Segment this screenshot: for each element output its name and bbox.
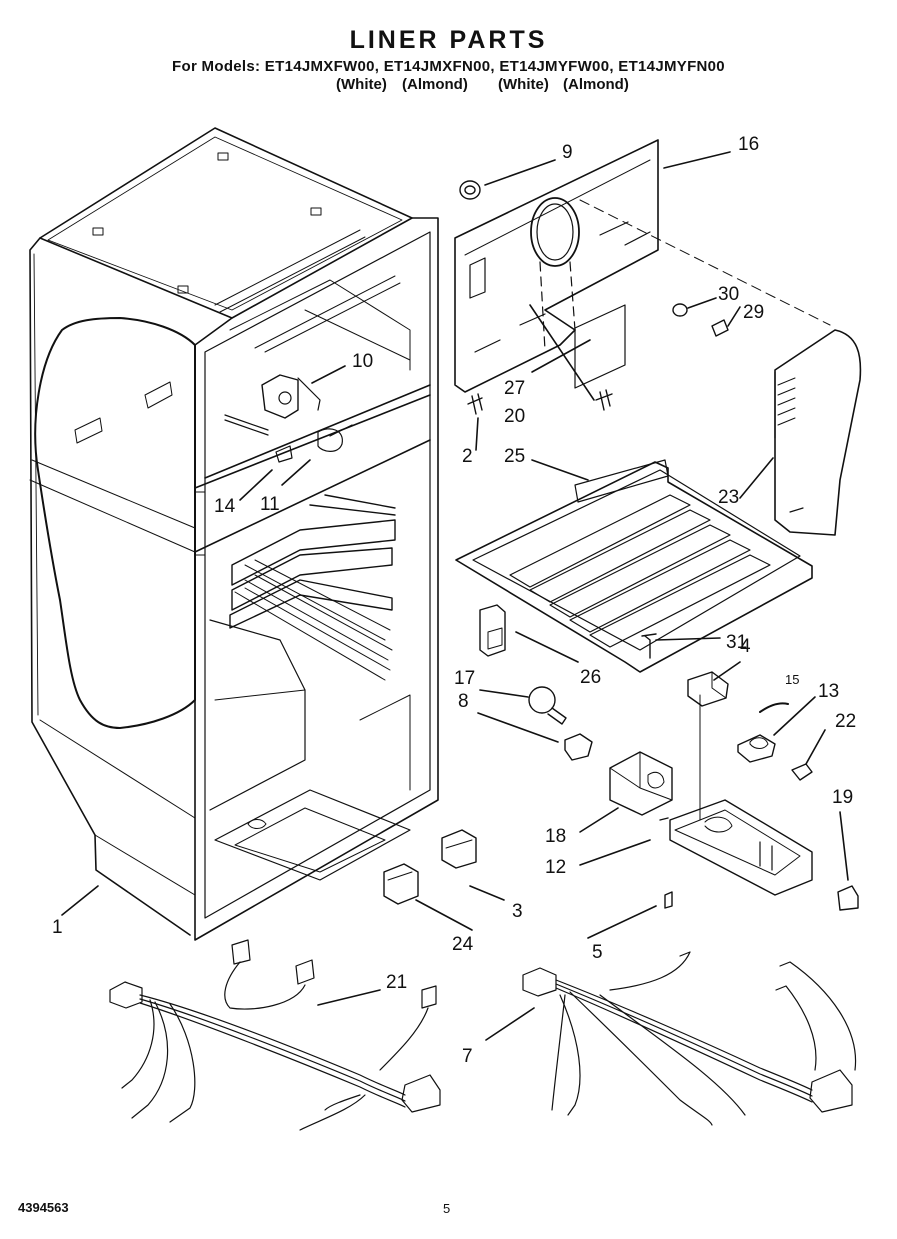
duct-cover <box>774 329 862 536</box>
wire-harness-7 <box>522 951 857 1126</box>
callout-5: 5 <box>592 942 603 963</box>
callout-26: 26 <box>580 667 601 688</box>
callout-27: 27 <box>504 378 525 399</box>
callout-18: 18 <box>545 826 566 847</box>
color-label-white-2: (White) <box>498 76 549 93</box>
callout-1: 1 <box>52 917 63 938</box>
cabinet-liner <box>29 127 439 941</box>
callout-22: 22 <box>835 711 856 732</box>
callout-19: 19 <box>832 787 853 808</box>
callout-13: 13 <box>818 681 839 702</box>
callout-11: 11 <box>260 494 280 515</box>
callout-7: 7 <box>462 1046 473 1067</box>
callout-2: 2 <box>462 446 473 467</box>
callout-14: 14 <box>214 496 236 517</box>
page-title: LINER PARTS <box>349 26 548 54</box>
document-number: 4394563 <box>18 1200 69 1215</box>
model-list: For Models: ET14JMXFW00, ET14JMXFN00, ET… <box>172 58 725 75</box>
callout-15: 15 <box>785 672 799 687</box>
callout-23: 23 <box>718 487 739 508</box>
freezer-shelf <box>455 459 813 673</box>
page-number: 5 <box>443 1201 451 1216</box>
callout-10: 10 <box>352 351 373 372</box>
callout-4: 4 <box>740 636 751 657</box>
color-label-white-1: (White) <box>336 76 387 93</box>
hardware-screws <box>459 180 729 415</box>
callout-9: 9 <box>562 142 573 163</box>
callout-3: 3 <box>512 901 523 922</box>
color-label-almond-1: (Almond) <box>402 76 468 93</box>
callout-8: 8 <box>458 691 469 712</box>
leader-lines <box>61 151 849 1041</box>
callout-29: 29 <box>743 302 764 323</box>
callout-25: 25 <box>504 446 525 467</box>
color-label-almond-2: (Almond) <box>563 76 629 93</box>
callout-17: 17 <box>454 668 475 689</box>
callout-20: 20 <box>504 406 525 427</box>
evaporator-cover <box>454 139 831 393</box>
callout-numbers: 1 2 3 4 5 7 8 9 10 11 12 13 14 15 16 17 … <box>52 134 856 1067</box>
callout-16: 16 <box>738 134 759 155</box>
callout-12: 12 <box>545 857 566 878</box>
callout-21: 21 <box>386 972 407 993</box>
callout-24: 24 <box>452 934 474 955</box>
callout-31: 31 <box>726 632 747 653</box>
small-parts <box>383 604 859 911</box>
callout-30: 30 <box>718 284 739 305</box>
wire-harness-21 <box>109 939 441 1131</box>
